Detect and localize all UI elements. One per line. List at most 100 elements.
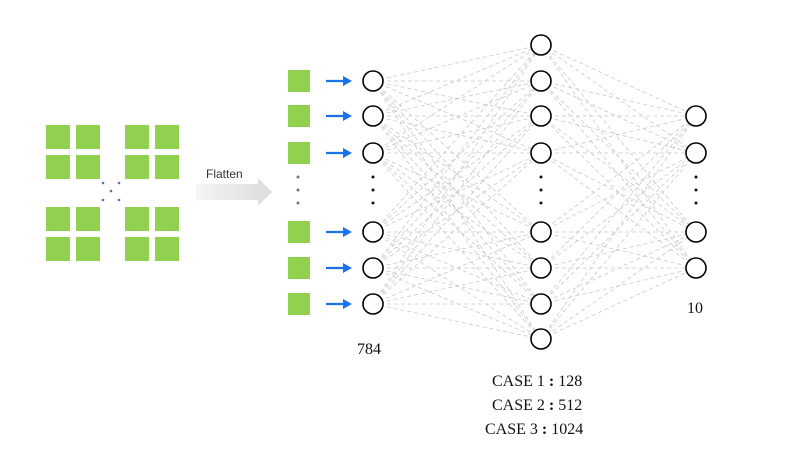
output-node	[685, 221, 707, 243]
pixel-square	[46, 125, 70, 149]
flatten-arrow	[196, 178, 272, 206]
vertical-ellipsis-dot	[539, 175, 543, 179]
flat-pixel-square	[288, 70, 310, 92]
input-image-grid	[46, 125, 179, 261]
grid-ellipsis-dot	[117, 198, 121, 202]
input-count-label: 784	[357, 341, 381, 358]
edge-line	[372, 267, 542, 340]
blue-arrow-head	[343, 263, 352, 273]
edge-line	[372, 115, 542, 154]
edge-line	[372, 80, 542, 117]
case-value: 1024	[551, 421, 583, 438]
input-node	[362, 70, 384, 92]
vertical-ellipsis-dot	[371, 188, 375, 192]
pixel-square	[46, 207, 70, 231]
output-node	[685, 257, 707, 279]
edge-line	[372, 44, 542, 82]
vertical-ellipsis-dot	[694, 188, 698, 192]
pixel-square	[76, 155, 100, 179]
edge-line	[372, 267, 542, 305]
pixel-square	[125, 125, 149, 149]
vertical-ellipsis-dot	[694, 175, 698, 179]
case-name: CASE 3	[485, 421, 542, 438]
input-node	[362, 293, 384, 315]
case-value: 512	[558, 397, 582, 414]
output-node	[685, 142, 707, 164]
flat-pixel-square	[288, 221, 310, 243]
edge-line	[372, 152, 542, 305]
edge-line	[372, 80, 542, 305]
case-name: CASE 1	[492, 373, 549, 390]
flat-pixel-square	[288, 257, 310, 279]
vertical-ellipsis-dot	[296, 188, 300, 192]
edge-line	[372, 115, 542, 340]
input-node	[362, 221, 384, 243]
blue-arrow-head	[343, 76, 352, 86]
case-1-label: CASE 1 : 128	[492, 373, 582, 390]
blue-arrow-head	[343, 299, 352, 309]
edge-line	[372, 152, 542, 269]
hidden-layer	[530, 34, 552, 350]
pixel-square	[46, 155, 70, 179]
pixel-square	[125, 207, 149, 231]
case-list: CASE 1 : 128 CASE 2 : 512 CASE 3 : 1024	[485, 373, 583, 438]
edge-line	[372, 231, 542, 305]
edge-line	[372, 115, 542, 233]
edge-line	[540, 231, 697, 305]
edge-line	[372, 231, 542, 269]
pixel-square	[125, 237, 149, 261]
edge-line	[540, 115, 697, 233]
vertical-ellipsis-dot	[296, 175, 300, 179]
edge-line	[372, 231, 542, 340]
pixel-square	[46, 237, 70, 261]
vertical-ellipsis-dot	[296, 201, 300, 205]
blue-arrow-head	[343, 111, 352, 121]
edge-line	[540, 152, 697, 305]
edge-line	[372, 44, 542, 154]
vertical-ellipsis-dot	[371, 201, 375, 205]
blue-arrow-head	[343, 148, 352, 158]
edge-line	[540, 44, 697, 233]
case-name: CASE 2	[492, 397, 549, 414]
blue-arrow-head	[343, 227, 352, 237]
edge-line	[372, 115, 542, 269]
edge-line	[372, 80, 542, 233]
pixel-square	[125, 155, 149, 179]
hidden-node	[530, 34, 552, 56]
edge-line	[372, 44, 542, 117]
output-count-label: 10	[687, 300, 703, 317]
output-node	[685, 105, 707, 127]
edge-line	[372, 115, 542, 233]
edge-line	[540, 267, 697, 340]
edge-line	[372, 80, 542, 305]
edge-line	[372, 80, 542, 340]
edge-line	[372, 152, 542, 340]
edge-line	[540, 152, 697, 340]
vertical-ellipsis-dot	[539, 188, 543, 192]
edge-line	[372, 44, 542, 305]
output-layer	[685, 105, 707, 279]
hidden-node	[530, 221, 552, 243]
ellipsis-dots	[296, 175, 698, 205]
hidden-node	[530, 328, 552, 350]
flattened-pixel-column	[288, 70, 352, 315]
input-node	[362, 105, 384, 127]
hidden-node	[530, 293, 552, 315]
grid-ellipsis-dot	[101, 181, 105, 185]
flat-pixel-square	[288, 105, 310, 127]
edge-line	[540, 115, 697, 154]
grid-ellipsis-dot	[117, 181, 121, 185]
grid-ellipsis-dot	[109, 189, 113, 193]
edge-line	[540, 80, 697, 117]
edge-line	[372, 44, 542, 269]
edge-line	[540, 115, 697, 269]
edge-line	[540, 115, 697, 233]
pixel-square	[155, 125, 179, 149]
edge-line	[540, 231, 697, 269]
input-layer	[362, 70, 384, 315]
input-node	[362, 257, 384, 279]
hidden-node	[530, 142, 552, 164]
flatten-label: Flatten	[206, 167, 243, 181]
pixel-square	[76, 125, 100, 149]
